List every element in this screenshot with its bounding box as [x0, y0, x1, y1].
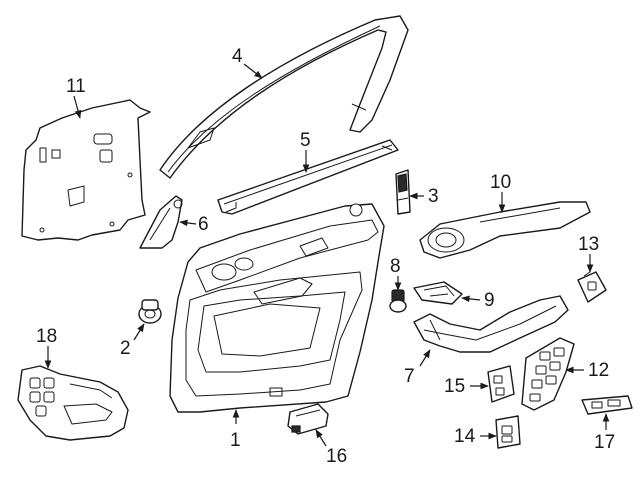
callout-14: 14	[454, 426, 476, 447]
part-13-switch	[577, 271, 607, 303]
callout-6: 6	[198, 214, 209, 235]
callout-11: 11	[66, 76, 86, 97]
part-2-clip	[138, 299, 162, 324]
leader-9	[461, 295, 481, 303]
leader-7	[419, 349, 431, 367]
leader-16	[315, 429, 327, 447]
leader-4	[243, 63, 263, 79]
callout-4: 4	[232, 46, 243, 67]
callout-12: 12	[588, 360, 609, 381]
callout-17: 17	[594, 432, 615, 453]
callout-labels: 1 2 3 4 5 6 7 8 9 10 11 12 13 14 15 16 1…	[36, 46, 615, 467]
part-3-trim-piece	[395, 169, 411, 215]
part-9-handle-insert	[413, 281, 463, 305]
callout-10: 10	[490, 172, 511, 193]
callout-2: 2	[120, 338, 131, 359]
part-7-armrest	[413, 295, 569, 353]
callout-3: 3	[428, 186, 439, 207]
callout-15: 15	[444, 376, 465, 397]
callout-9: 9	[484, 290, 495, 311]
part-11-water-shield	[21, 99, 151, 241]
leader-lines	[44, 63, 610, 447]
leader-11	[73, 95, 82, 119]
part-10-upper-trim	[419, 201, 591, 259]
callout-18: 18	[36, 326, 57, 347]
leader-2	[133, 323, 145, 341]
leader-6	[179, 219, 197, 227]
callout-7: 7	[404, 366, 415, 387]
callout-1: 1	[230, 430, 241, 451]
part-15-switch	[487, 365, 515, 403]
part-5-belt-weatherstrip	[217, 139, 399, 215]
part-14-switch	[495, 415, 521, 449]
callout-13: 13	[578, 234, 599, 255]
part-17-seat-switch	[581, 395, 633, 415]
part-8-grommet	[389, 289, 407, 313]
callout-16: 16	[326, 446, 347, 467]
part-16-bracket	[287, 403, 329, 435]
callout-8: 8	[390, 256, 401, 277]
part-1-door-trim-panel	[169, 203, 385, 413]
callout-5: 5	[300, 130, 311, 151]
part-4-window-seal	[159, 15, 409, 179]
part-12-window-switch	[521, 337, 575, 411]
part-18-seat-control	[17, 365, 129, 441]
part-6-corner-trim	[139, 195, 183, 249]
